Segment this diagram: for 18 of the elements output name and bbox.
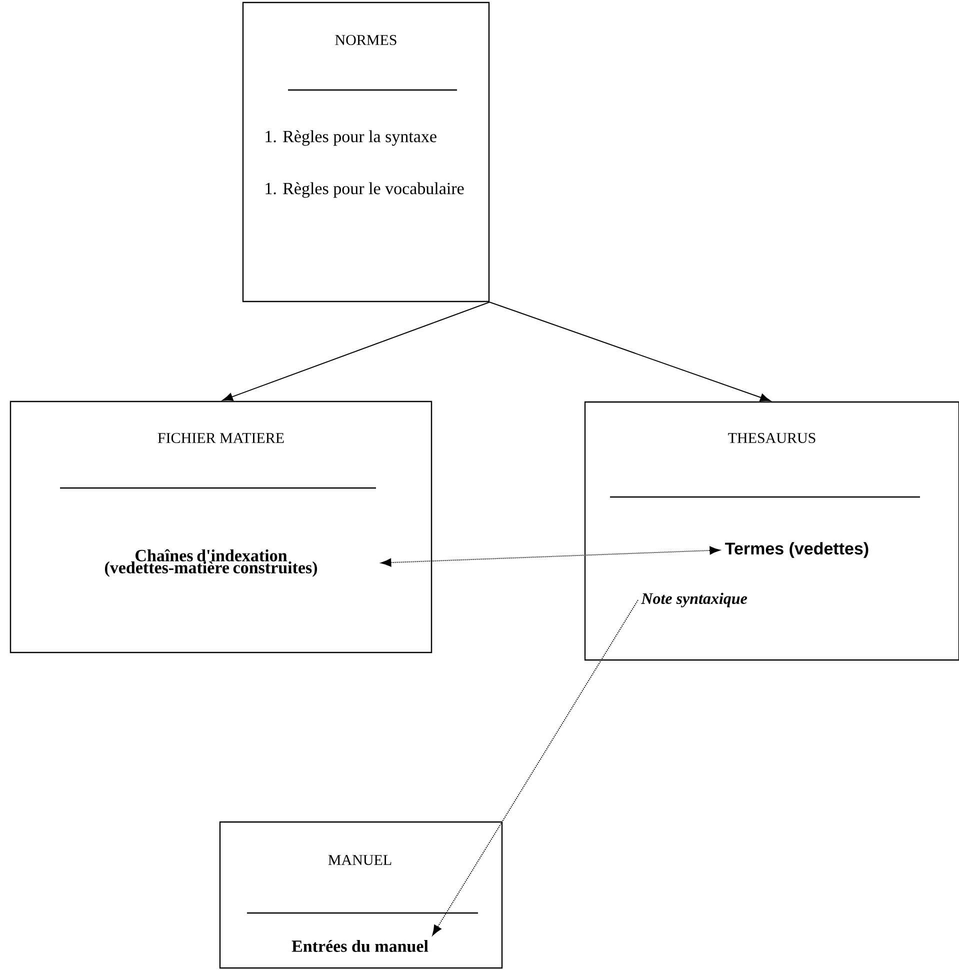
text-label: Note syntaxique: [641, 592, 748, 608]
arrow: [222, 302, 490, 401]
list-item: 1. Règles pour la syntaxe: [266, 130, 436, 146]
arrow: [432, 600, 638, 936]
box-title: MANUEL: [328, 855, 392, 866]
box: [584, 401, 959, 661]
box-title: NORMES: [335, 34, 396, 46]
box-title: FICHIER MATIERE: [158, 432, 284, 444]
text-label: Termes (vedettes): [725, 542, 868, 558]
list-item: 1. Règles pour le vocabulaire: [266, 182, 464, 198]
box-title: THESAURUS: [728, 432, 816, 444]
box: [10, 400, 432, 654]
arrow: [380, 546, 720, 567]
arrow: [489, 302, 771, 402]
text-label: Chaînes d'indexation (vedettes-matière construites): [104, 549, 318, 577]
text-label: Entrées du manuel: [292, 940, 428, 952]
box: [242, 2, 490, 302]
box: [219, 821, 503, 969]
